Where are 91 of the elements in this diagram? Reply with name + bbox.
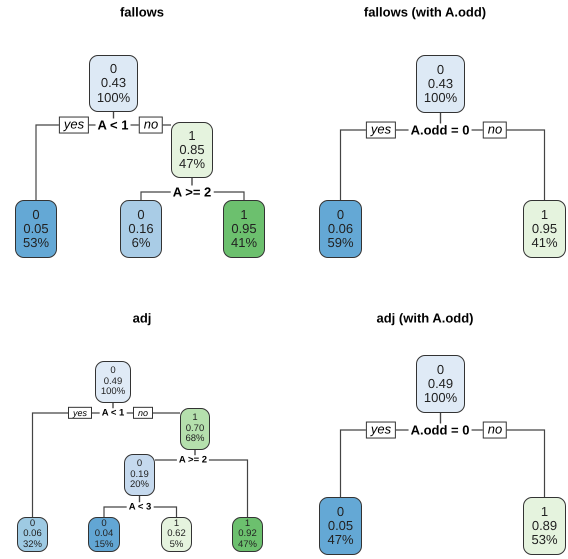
class-label: 1 bbox=[540, 504, 548, 519]
probability: 0.89 bbox=[532, 518, 558, 534]
split-condition: A >= 2 bbox=[176, 455, 210, 465]
tree-node bbox=[95, 361, 131, 403]
percentage: 100% bbox=[96, 90, 130, 105]
tree-node bbox=[120, 200, 162, 258]
split-condition: A >= 2 bbox=[170, 186, 214, 198]
probability: 0.62 bbox=[167, 529, 186, 540]
panel-title: fallows bbox=[120, 4, 164, 20]
percentage: 53% bbox=[531, 533, 558, 548]
tree-node bbox=[523, 497, 566, 555]
edge-label: no bbox=[133, 406, 153, 420]
probability: 0.85 bbox=[179, 142, 205, 158]
class-label: 1 bbox=[244, 518, 250, 529]
tree-node bbox=[17, 517, 48, 552]
split-condition: A < 1 bbox=[96, 118, 130, 132]
class-label: 1 bbox=[192, 413, 198, 424]
class-label: 0 bbox=[436, 362, 444, 377]
class-label: 0 bbox=[136, 459, 142, 470]
probability: 0.49 bbox=[104, 376, 122, 387]
split-condition: A.odd = 0 bbox=[408, 424, 472, 436]
probability: 0.43 bbox=[428, 76, 454, 92]
probability: 0.05 bbox=[23, 222, 49, 236]
percentage: 59% bbox=[327, 236, 354, 250]
tree-node bbox=[416, 355, 465, 413]
edge-label: yes bbox=[68, 406, 92, 420]
tree-node bbox=[89, 55, 138, 112]
probability: 0.95 bbox=[532, 222, 558, 236]
percentage: 53% bbox=[22, 236, 50, 250]
tree-node bbox=[416, 55, 465, 113]
split-condition: A < 1 bbox=[100, 408, 126, 418]
class-label: 0 bbox=[336, 208, 344, 222]
probability: 0.95 bbox=[231, 222, 257, 236]
tree-node bbox=[180, 408, 210, 450]
probability: 0.06 bbox=[328, 222, 354, 236]
tree-node bbox=[124, 454, 155, 496]
class-label: 1 bbox=[174, 518, 180, 529]
tree-node bbox=[319, 200, 362, 258]
edge-label: yes bbox=[58, 116, 90, 134]
class-label: 0 bbox=[101, 518, 107, 529]
class-label: 0 bbox=[436, 62, 444, 77]
class-label: 0 bbox=[137, 208, 145, 222]
tree-node bbox=[161, 517, 192, 552]
percentage: 47% bbox=[238, 540, 257, 550]
class-label: 1 bbox=[240, 208, 248, 222]
panel-title: adj (with A.odd) bbox=[376, 310, 474, 326]
edge-label: no bbox=[482, 122, 508, 138]
class-label: 0 bbox=[110, 62, 118, 76]
probability: 0.06 bbox=[23, 529, 42, 540]
panel-title: adj bbox=[132, 310, 152, 326]
probability: 0.92 bbox=[238, 529, 257, 540]
percentage: 68% bbox=[185, 434, 204, 445]
probability: 0.05 bbox=[328, 518, 354, 534]
tree-node bbox=[88, 517, 120, 552]
tree-node bbox=[15, 200, 57, 258]
percentage: 20% bbox=[130, 480, 149, 491]
probability: 0.43 bbox=[100, 76, 126, 91]
tree-node bbox=[232, 517, 263, 552]
percentage: 41% bbox=[230, 236, 258, 250]
tree-node bbox=[319, 497, 362, 555]
percentage: 47% bbox=[327, 533, 354, 548]
percentage: 100% bbox=[424, 391, 458, 406]
probability: 0.04 bbox=[94, 529, 114, 540]
class-label: 0 bbox=[336, 504, 344, 519]
edge-label: no bbox=[138, 116, 164, 134]
percentage: 6% bbox=[132, 236, 150, 250]
percentage: 5% bbox=[170, 540, 184, 550]
class-label: 1 bbox=[540, 208, 548, 222]
class-label: 0 bbox=[32, 208, 40, 222]
probability: 0.49 bbox=[428, 376, 454, 392]
tree-node bbox=[523, 200, 566, 258]
percentage: 100% bbox=[424, 91, 458, 106]
probability: 0.16 bbox=[128, 222, 154, 236]
panel-title: fallows (with A.odd) bbox=[364, 4, 486, 20]
split-condition: A.odd = 0 bbox=[408, 124, 472, 136]
split-condition: A < 3 bbox=[126, 502, 154, 512]
percentage: 47% bbox=[178, 157, 206, 172]
percentage: 100% bbox=[100, 387, 126, 398]
percentage: 32% bbox=[22, 540, 42, 550]
class-label: 0 bbox=[110, 366, 116, 377]
probability: 0.70 bbox=[186, 424, 204, 434]
edge-label: no bbox=[482, 422, 508, 438]
tree-node bbox=[223, 200, 265, 258]
percentage: 15% bbox=[94, 540, 114, 550]
class-label: 0 bbox=[30, 518, 36, 529]
class-label: 1 bbox=[188, 128, 196, 143]
percentage: 41% bbox=[531, 236, 558, 250]
edge-label: yes bbox=[366, 122, 396, 138]
edge-label: yes bbox=[366, 422, 396, 438]
tree-node bbox=[171, 122, 213, 178]
probability: 0.19 bbox=[130, 470, 149, 480]
